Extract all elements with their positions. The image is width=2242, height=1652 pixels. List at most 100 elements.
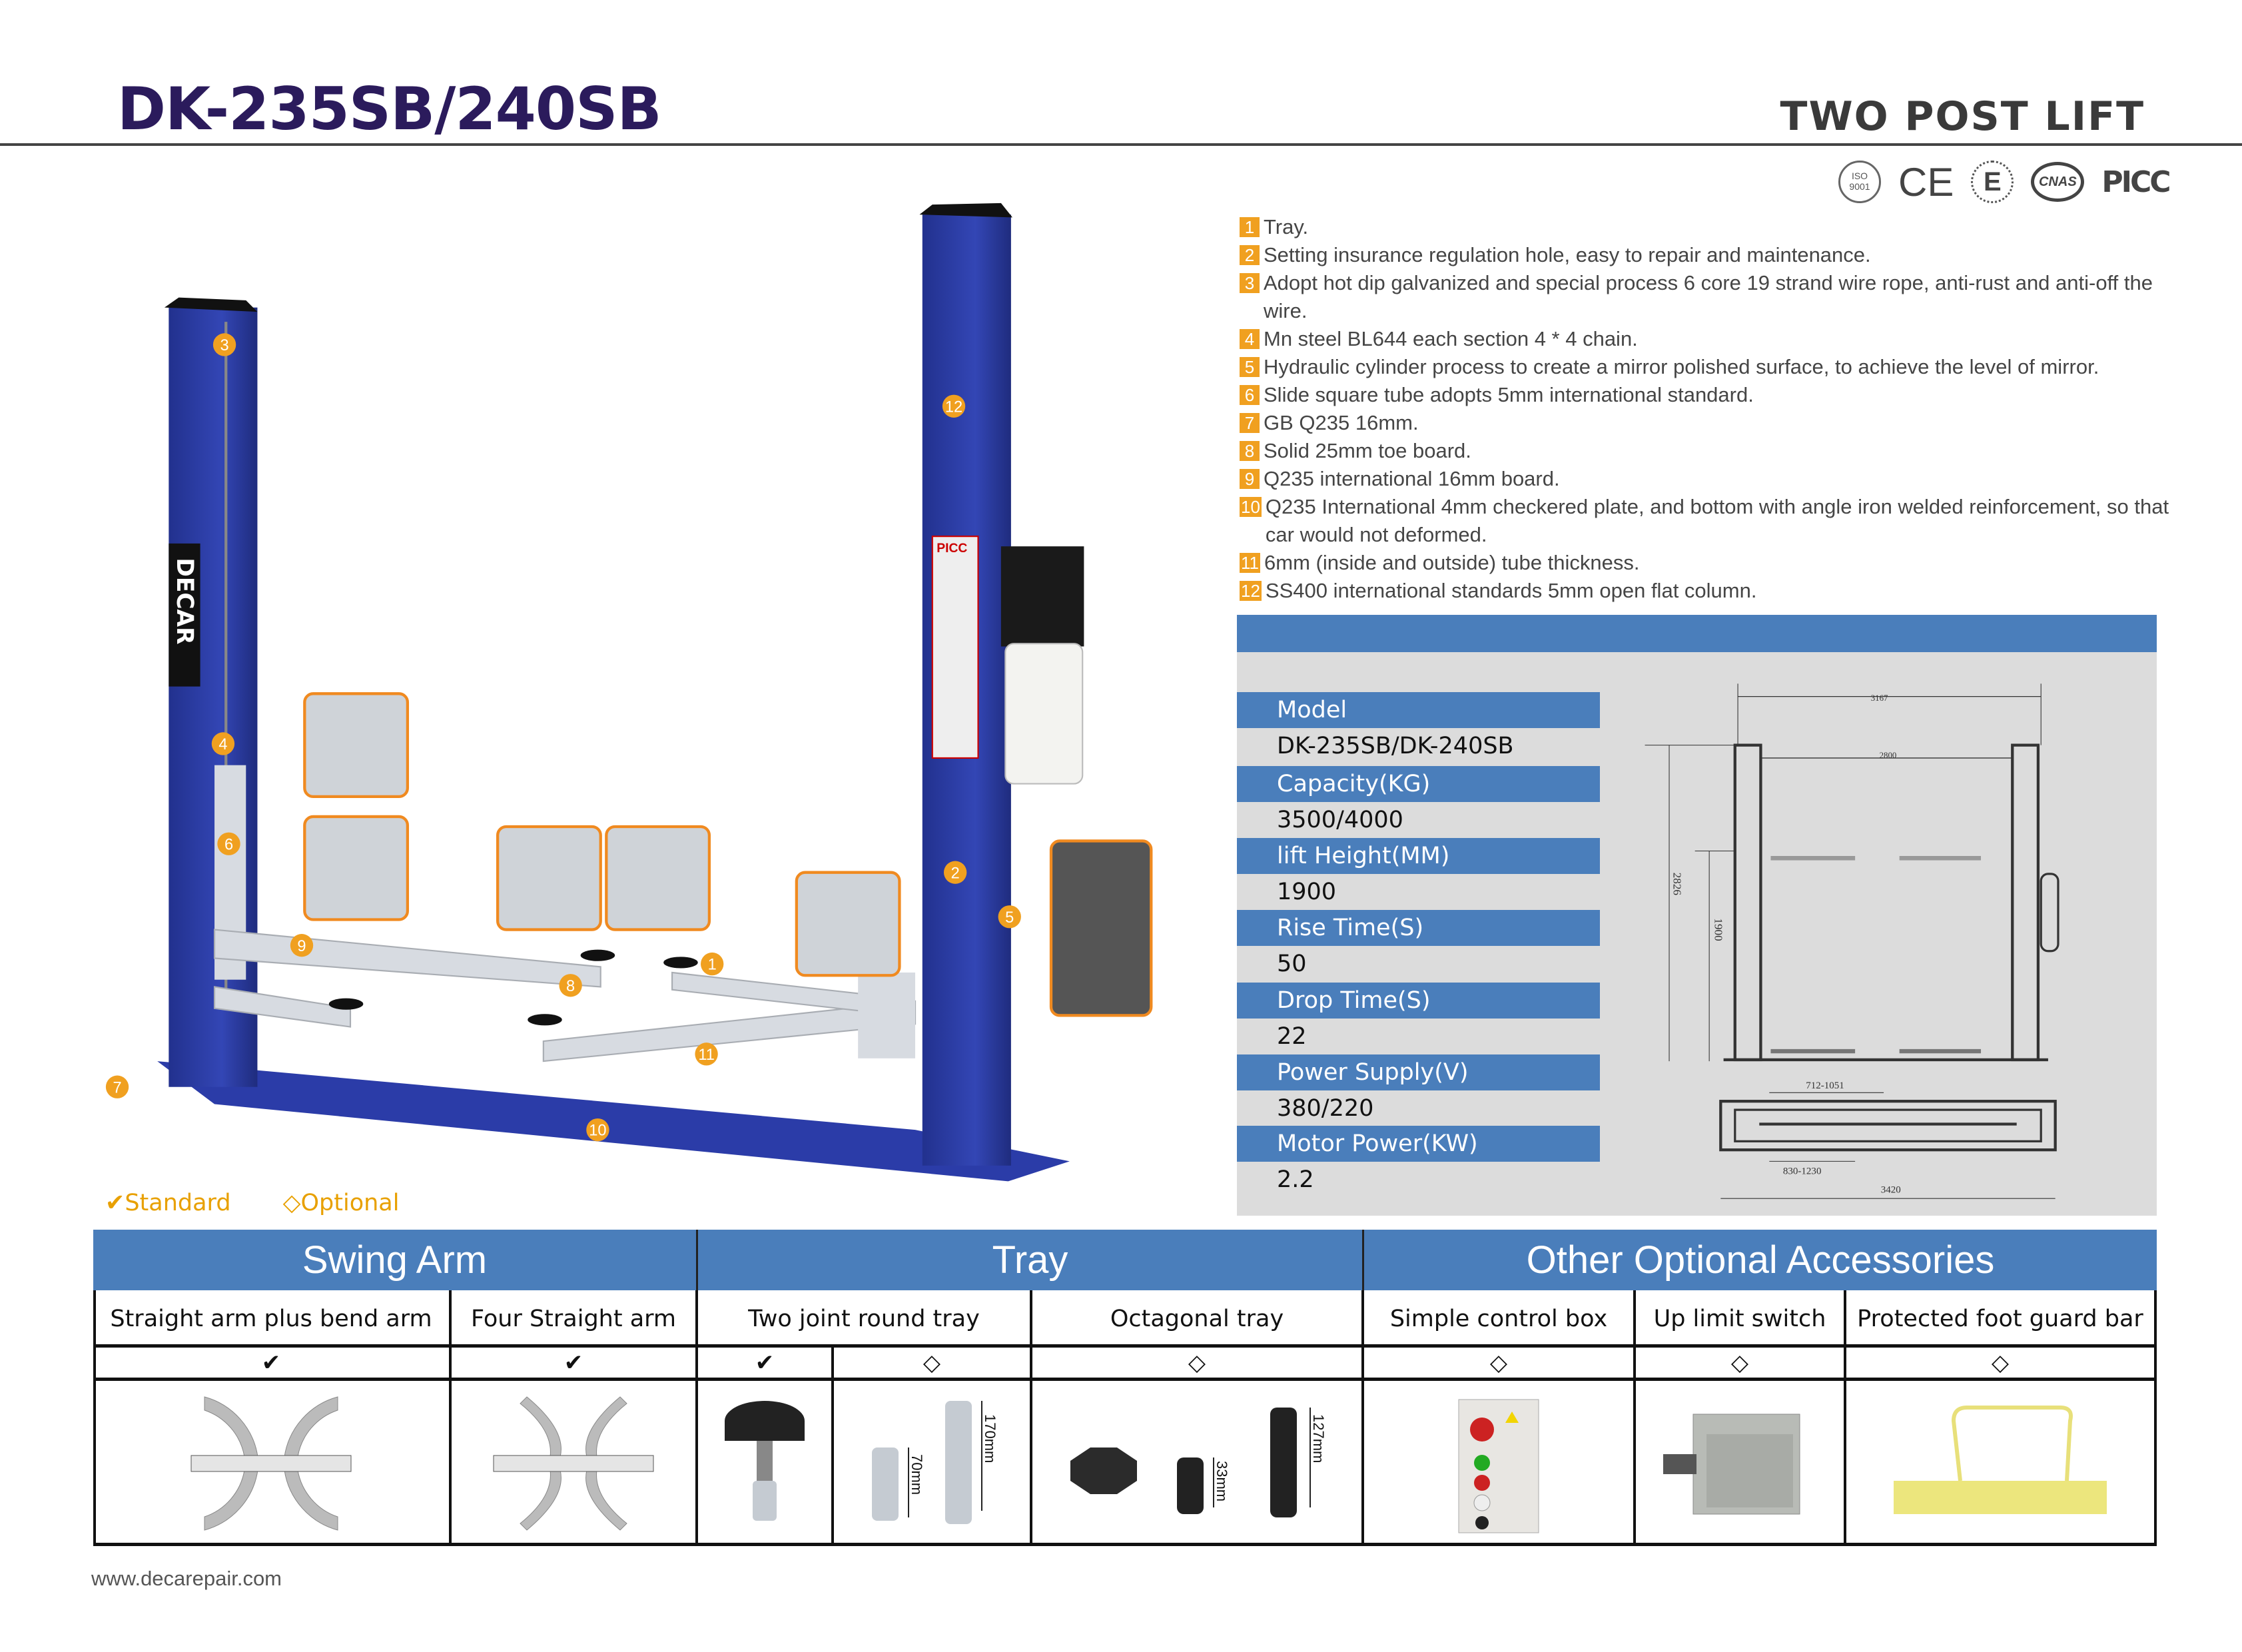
callout-1: 1 — [708, 957, 717, 974]
spec-label: Power Supply(V) — [1237, 1054, 1600, 1090]
callout-10: 10 — [589, 1122, 606, 1140]
lift-pad — [328, 998, 364, 1010]
callout-11: 11 — [698, 1046, 715, 1064]
page-title: DK-235SB/240SB — [117, 75, 662, 143]
dim-33mm: 33mm — [1214, 1461, 1230, 1501]
item-name: Up limit switch — [1636, 1290, 1846, 1348]
dimension-drawing: 3167 2800 2826 1900 712-1051 830-1230 34… — [1645, 683, 2059, 1199]
feature-number: 10 — [1240, 497, 1262, 517]
warning-stickers — [931, 536, 979, 759]
callout-4: 4 — [218, 736, 227, 753]
legend-standard: ✔Standard — [105, 1190, 231, 1216]
optional-diamond: ◇ — [1364, 1348, 1636, 1381]
dim-arm-range-1: 712-1051 — [1806, 1080, 1844, 1091]
spec-value: DK-235SB/DK-240SB — [1277, 733, 1514, 759]
iso-9001-logo: ISO 9001 — [1838, 161, 1881, 203]
optional-diamond: ◇ — [1032, 1348, 1364, 1381]
optional-diamond: ◇ — [834, 1348, 1032, 1381]
group-header-tray: Tray — [698, 1230, 1364, 1290]
spec-value: 2.2 — [1277, 1166, 1314, 1193]
spec-label: Rise Time(S) — [1237, 910, 1600, 946]
certification-logos: ISO 9001 CE E CNAS PICC — [1838, 159, 2171, 205]
spec-value: 3500/4000 — [1277, 807, 1403, 833]
ce-logo: CE — [1898, 159, 1954, 205]
spec-panel-header — [1237, 615, 2157, 652]
accessories-table: Swing Arm Tray Other Optional Accessorie… — [93, 1230, 2157, 1546]
four-straight-arm-image — [452, 1381, 698, 1546]
item-name: Two joint round tray — [698, 1290, 1032, 1348]
control-box-image — [1364, 1381, 1636, 1546]
header-divider — [0, 143, 2242, 146]
dim-width-total: 3167 — [1871, 693, 1888, 703]
page-subtitle: TWO POST LIFT — [1780, 93, 2145, 140]
standard-check: ✔ — [452, 1348, 698, 1381]
callout-2: 2 — [951, 865, 960, 882]
swing-arm — [213, 929, 601, 988]
item-name: Protected foot guard bar — [1846, 1290, 2157, 1348]
straight-bend-arm-image — [93, 1381, 452, 1546]
round-tray-image — [698, 1381, 834, 1546]
callout-12: 12 — [945, 398, 962, 416]
optional-diamond: ◇ — [1846, 1348, 2157, 1381]
website-url[interactable]: www.decarepair.com — [91, 1567, 282, 1590]
dim-arm-range-2: 830-1230 — [1783, 1166, 1822, 1177]
legend: ✔Standard ◇Optional — [105, 1190, 399, 1216]
dim-170mm: 170mm — [982, 1414, 998, 1463]
feature-text: Q235 International 4mm checkered plate, … — [1265, 495, 2169, 546]
feature-text: 6mm (inside and outside) tube thickness. — [1264, 551, 1640, 574]
foot-guard-bar-image — [1846, 1381, 2157, 1546]
lift-pad — [528, 1014, 562, 1026]
callout-5: 5 — [1005, 909, 1014, 927]
callout-7: 7 — [113, 1079, 121, 1096]
limit-switch-image — [1636, 1381, 1846, 1546]
spec-label: lift Height(MM) — [1237, 838, 1600, 874]
feature-text: Adopt hot dip galvanized and special pro… — [1264, 271, 2153, 322]
spec-value: 22 — [1277, 1023, 1307, 1050]
optional-diamond: ◇ — [1636, 1348, 1846, 1381]
feature-number: 9 — [1240, 469, 1260, 489]
feature-number: 11 — [1240, 553, 1260, 573]
pump-motor — [1000, 546, 1084, 647]
spec-value: 380/220 — [1277, 1095, 1374, 1122]
item-name: Octagonal tray — [1032, 1290, 1364, 1348]
standard-check: ✔ — [93, 1348, 452, 1381]
feature-text: Solid 25mm toe board. — [1264, 439, 1471, 462]
group-header-accessories: Other Optional Accessories — [1364, 1230, 2157, 1290]
legend-optional: ◇Optional — [282, 1190, 400, 1216]
feature-text: Tray. — [1264, 215, 1309, 238]
feature-text: Hydraulic cylinder process to create a m… — [1264, 355, 2099, 378]
callout-markers: 3 12 4 6 9 8 1 2 5 11 7 10 — [105, 333, 1021, 1142]
feature-number: 2 — [1240, 245, 1260, 265]
feature-text: SS400 international standards 5mm open f… — [1265, 579, 1757, 602]
spec-label: Model — [1237, 692, 1600, 728]
spec-value: 1900 — [1277, 879, 1337, 905]
feature-number: 3 — [1240, 273, 1260, 293]
lift-illustration: DECAR PICC 3 12 4 6 9 8 1 2 5 11 7 10 — [105, 203, 1153, 1182]
feature-number: 4 — [1240, 329, 1260, 349]
dim-base-length: 3420 — [1881, 1185, 1901, 1196]
callout-9: 9 — [297, 938, 306, 955]
feature-text: Mn steel BL644 each section 4 * 4 chain. — [1264, 327, 1638, 350]
item-name: Straight arm plus bend arm — [93, 1290, 452, 1348]
lift-pad — [580, 949, 615, 961]
standard-check: ✔ — [698, 1348, 834, 1381]
feature-number: 1 — [1240, 217, 1260, 237]
feature-number: 7 — [1240, 413, 1260, 433]
swing-arm — [213, 986, 352, 1028]
sticker-label: PICC — [936, 542, 967, 556]
spec-label: Drop Time(S) — [1237, 983, 1600, 1019]
